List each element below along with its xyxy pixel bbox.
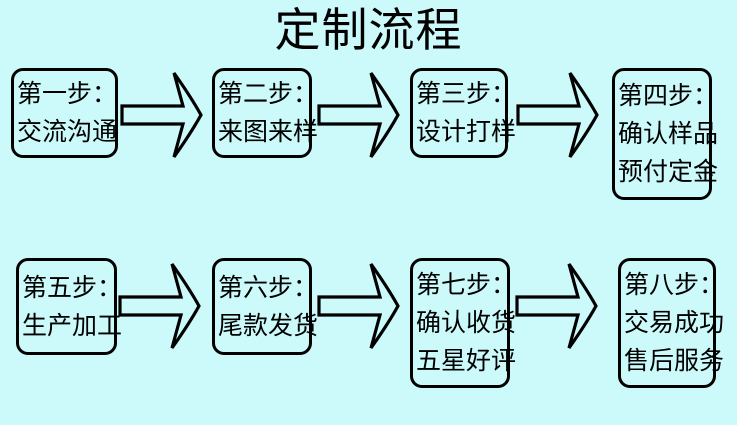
step-line: 确认样品 bbox=[618, 119, 719, 148]
step-line: 售后服务 bbox=[624, 346, 725, 375]
arrow-right-icon bbox=[121, 71, 203, 159]
step-line: 第六步： bbox=[218, 272, 319, 302]
step-line: 第五步： bbox=[22, 272, 123, 302]
step-box-step-1[interactable]: 第一步： 交流沟通 bbox=[11, 68, 118, 158]
step-line: 第四步： bbox=[618, 81, 719, 110]
step-box-step-4[interactable]: 第四步： 确认样品预付定金 bbox=[612, 68, 718, 200]
step-line: 第三步： bbox=[416, 79, 517, 108]
arrow-right-icon bbox=[119, 262, 201, 350]
step-line: 五星好评 bbox=[416, 346, 517, 375]
step-box-step-6[interactable]: 第六步： 尾款发货 bbox=[212, 258, 318, 355]
step-line: 生产加工 bbox=[22, 310, 123, 340]
step-line: 预付定金 bbox=[618, 157, 719, 186]
arrow-right-icon bbox=[318, 262, 400, 350]
step-line: 第二步： bbox=[218, 79, 319, 108]
step-line: 第七步： bbox=[416, 270, 517, 299]
step-line: 交易成功 bbox=[624, 308, 725, 337]
step-box-step-5[interactable]: 第五步： 生产加工 bbox=[16, 258, 122, 355]
step-line: 尾款发货 bbox=[218, 310, 319, 340]
step-line: 确认收货 bbox=[416, 308, 517, 337]
step-line: 设计打样 bbox=[416, 117, 517, 146]
step-box-step-8[interactable]: 第八步： 交易成功售后服务 bbox=[618, 258, 724, 388]
arrow-right-icon bbox=[516, 262, 598, 350]
step-line: 来图来样 bbox=[218, 117, 319, 146]
step-box-step-7[interactable]: 第七步： 确认收货五星好评 bbox=[410, 258, 516, 388]
step-box-step-3[interactable]: 第三步： 设计打样 bbox=[410, 68, 516, 158]
step-box-step-2[interactable]: 第二步： 来图来样 bbox=[212, 68, 318, 158]
step-line: 第一步： bbox=[17, 79, 118, 108]
arrow-right-icon bbox=[318, 71, 400, 159]
arrow-right-icon bbox=[517, 71, 599, 159]
step-line: 交流沟通 bbox=[17, 117, 118, 146]
page-title: 定制流程 bbox=[274, 3, 463, 57]
step-line: 第八步： bbox=[624, 270, 725, 299]
